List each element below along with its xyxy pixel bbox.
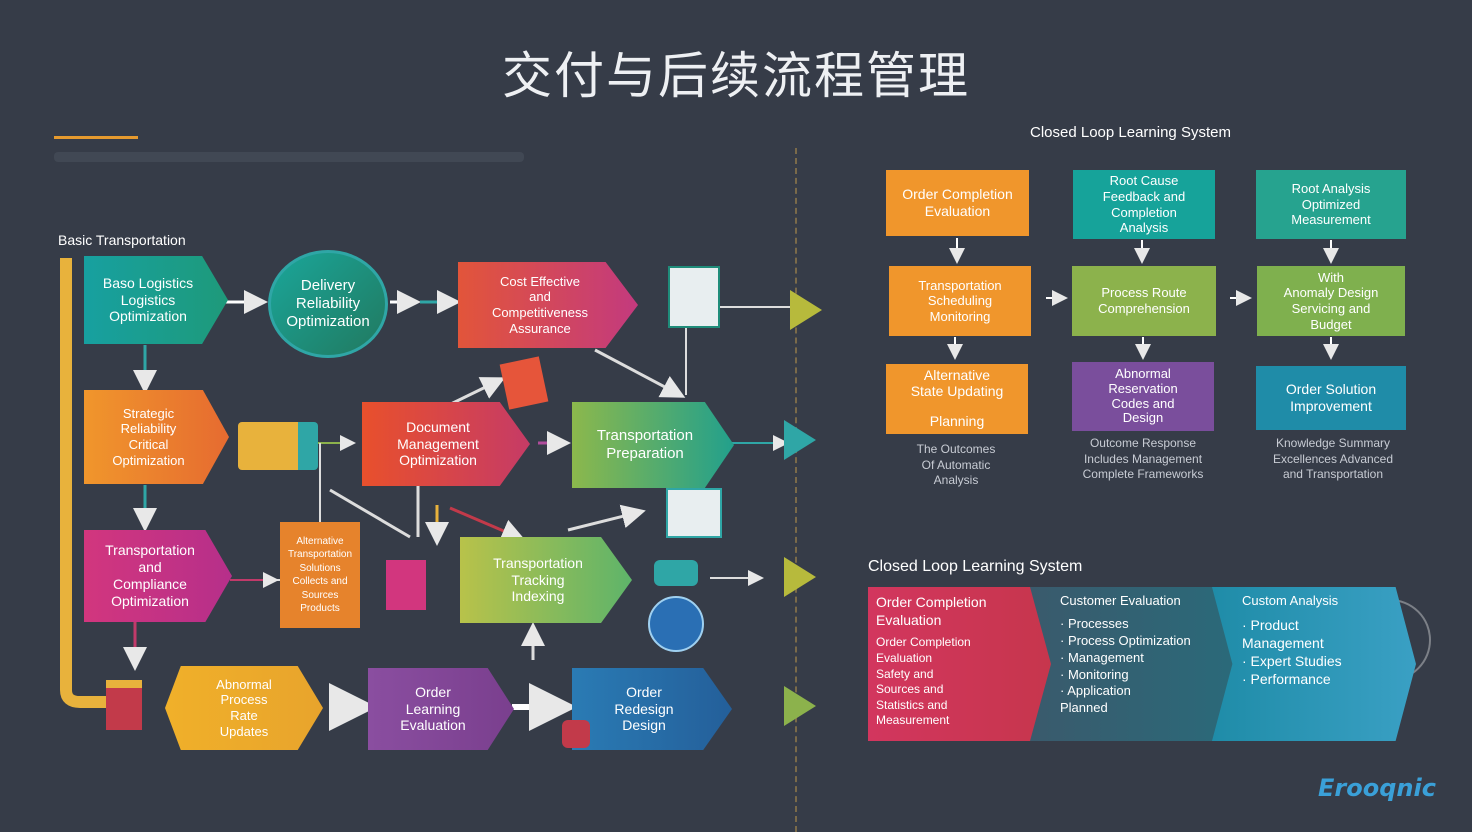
report-icon [666,488,722,538]
node-alternative-solutions[interactable]: Alternative Transportation Solutions Col… [280,522,360,628]
vehicle-icon [654,560,698,586]
grid-box-8[interactable]: Abnormal Reservation Codes and Design [1072,362,1214,431]
grid-box-4[interactable]: Transportation Scheduling Monitoring [889,266,1031,336]
node-transportation-preparation[interactable]: Transportation Preparation [572,402,734,488]
node-order-learning[interactable]: Order Learning Evaluation [368,668,514,750]
node-cost-effective[interactable]: Cost Effective and Competitiveness Assur… [458,262,638,348]
grid-box-1[interactable]: Order Completion Evaluation [886,170,1029,236]
right-section-title: Closed Loop Learning System [1030,124,1231,141]
grid-box-7[interactable]: Alternative State Updating Planning [886,364,1028,434]
band-section-2-head: Customer Evaluation [1060,593,1181,608]
band-title: Closed Loop Learning System [868,558,1083,575]
brand-logo: Erooqnic [1318,774,1436,802]
grid-box-6[interactable]: With Anomaly Design Servicing and Budget [1257,266,1405,336]
truck-icon [238,422,318,470]
node-basic-logistics[interactable]: Baso Logistics Logistics Optimization [84,256,228,344]
globe-icon [648,596,704,652]
grid-note-1: The Outcomes Of Automatic Analysis [916,442,996,488]
page-title: 交付与后续流程管理 [502,47,970,105]
band-section-3[interactable]: Custom Analysis · Product Management · E… [1212,587,1416,741]
grid-box-3[interactable]: Root Analysis Optimized Measurement [1256,170,1406,239]
band-section-1[interactable]: Order Completion Evaluation Order Comple… [868,587,1058,741]
flow-triangle-1 [790,290,822,330]
node-abnormal-process[interactable]: Abnormal Process Rate Updates [165,666,323,750]
section-label-basic-transportation: Basic Transportation [58,232,186,248]
flow-triangle-2 [784,420,816,460]
subtitle-placeholder [54,152,524,162]
node-transportation-compliance[interactable]: Transportation and Compliance Optimizati… [84,530,232,622]
document-icon [668,266,720,328]
band-section-2-body: · Processes · Process Optimization · Man… [1060,615,1191,716]
grid-note-2: Outcome Response Includes Management Com… [1082,436,1204,482]
node-transportation-tracking[interactable]: Transportation Tracking Indexing [460,537,632,623]
grid-box-9[interactable]: Order Solution Improvement [1256,366,1406,430]
band-section-1-head: Order Completion Evaluation [876,594,987,629]
section-divider [795,148,797,832]
band-section-1-body: Order Completion Evaluation Safety and S… [876,635,971,728]
flow-triangle-4 [784,686,816,726]
grid-note-3: Knowledge Summary Excellences Advanced a… [1272,436,1394,482]
flow-triangle-3 [784,557,816,597]
grid-box-5[interactable]: Process Route Comprehension [1072,266,1216,336]
node-order-redesign[interactable]: Order Redesign Design [572,668,732,750]
band-section-3-head: Custom Analysis [1242,593,1339,608]
band-section-2[interactable]: Customer Evaluation · Processes · Proces… [1030,587,1240,741]
bag-icon [562,720,590,748]
node-document-management[interactable]: Document Management Optimization [362,402,530,486]
tablet-icon [386,560,426,610]
grid-box-2[interactable]: Root Cause Feedback and Completion Analy… [1073,170,1215,239]
node-delivery-reliability[interactable]: Delivery Reliability Optimization [268,250,388,358]
title-accent-line [54,136,138,139]
package-icon [106,680,142,730]
node-strategic-reliability[interactable]: Strategic Reliability Critical Optimizat… [84,390,229,484]
band-section-3-body: · Product Management · Expert Studies · … [1242,616,1342,688]
